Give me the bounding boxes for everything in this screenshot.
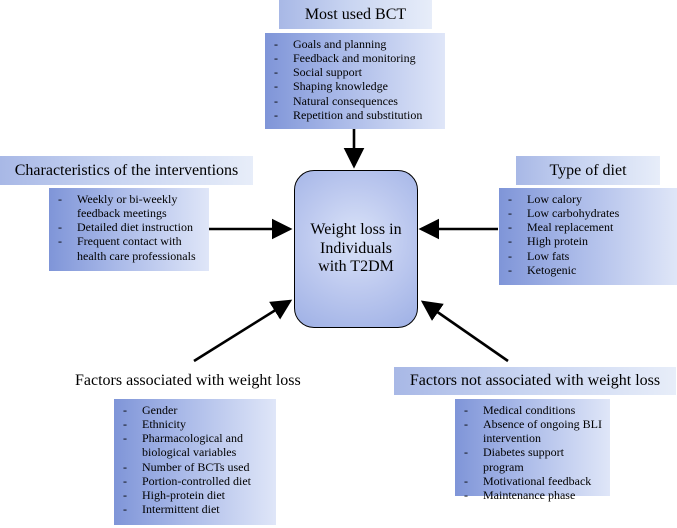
list-item: Diabetes support program [463, 445, 602, 473]
center-line-3: with T2DM [318, 258, 394, 276]
type-of-diet-items: Low calory Low carbohydrates Meal replac… [507, 192, 669, 277]
factors-not-associated-title: Factors not associated with weight loss [394, 367, 676, 395]
center-node-text: Weight loss in Individuals with T2DM [310, 221, 401, 278]
list-item: Ethnicity [122, 417, 268, 431]
list-item: Pharmacological and biological variables [122, 431, 268, 459]
type-of-diet-list: Low calory Low carbohydrates Meal replac… [499, 188, 677, 285]
type-of-diet-title: Type of diet [516, 156, 660, 185]
factors-associated-title: Factors associated with weight loss [75, 373, 301, 389]
list-item: Low fats [507, 249, 669, 263]
arrow-bottom-left-to-center [193, 299, 293, 363]
most-used-bct-items: Goals and planning Feedback and monitori… [273, 37, 437, 122]
factors-not-associated-title-text: Factors not associated with weight loss [409, 372, 661, 389]
characteristics-title: Characteristics of the interventions [0, 156, 253, 185]
list-item: High protein [507, 234, 669, 248]
factors-not-associated-list: Medical conditions Absence of ongoing BL… [455, 399, 610, 502]
list-item: Feedback and monitoring [273, 51, 437, 65]
characteristics-list: Weekly or bi-weekly feedback meetings De… [49, 188, 209, 271]
list-item: Weekly or bi-weekly feedback meetings [57, 192, 201, 220]
list-item: High-protein diet [122, 488, 268, 502]
list-item: Shaping knowledge [273, 79, 437, 93]
list-item: Absence of ongoing BLI intervention [463, 417, 602, 445]
list-item: Ketogenic [507, 263, 669, 277]
weight-loss-center-node: Weight loss in Individuals with T2DM [294, 170, 418, 328]
list-item: Maintenance phase [463, 488, 602, 502]
factors-associated-items: Gender Ethnicity Pharmacological and bio… [122, 403, 268, 516]
characteristics-title-text: Characteristics of the interventions [14, 161, 239, 179]
list-item: Goals and planning [273, 37, 437, 51]
list-item: Frequent contact with health care profes… [57, 234, 201, 262]
factors-associated-list: Gender Ethnicity Pharmacological and bio… [114, 399, 276, 525]
list-item: Medical conditions [463, 403, 602, 417]
most-used-bct-title: Most used BCT [279, 0, 432, 29]
list-item: Social support [273, 65, 437, 79]
factors-not-associated-items: Medical conditions Absence of ongoing BL… [463, 403, 602, 502]
center-line-2: Individuals [320, 239, 392, 257]
list-item: Gender [122, 403, 268, 417]
factors-associated-title-text: Factors associated with weight loss [75, 372, 301, 389]
list-item: Portion-controlled diet [122, 474, 268, 488]
list-item: Intermittent diet [122, 502, 268, 516]
list-item: Detailed diet instruction [57, 220, 201, 234]
arrow-bottom-right-to-center [420, 300, 509, 363]
list-item: Motivational feedback [463, 474, 602, 488]
list-item: Low calory [507, 192, 669, 206]
list-item: Repetition and substitution [273, 108, 437, 122]
list-item: Low carbohydrates [507, 206, 669, 220]
most-used-bct-title-text: Most used BCT [304, 5, 407, 23]
most-used-bct-list: Goals and planning Feedback and monitori… [265, 33, 445, 129]
list-item: Number of BCTs used [122, 460, 268, 474]
center-line-1: Weight loss in [310, 220, 402, 238]
type-of-diet-title-text: Type of diet [549, 161, 627, 179]
list-item: Meal replacement [507, 220, 669, 234]
list-item: Natural consequences [273, 94, 437, 108]
characteristics-items: Weekly or bi-weekly feedback meetings De… [57, 192, 201, 263]
